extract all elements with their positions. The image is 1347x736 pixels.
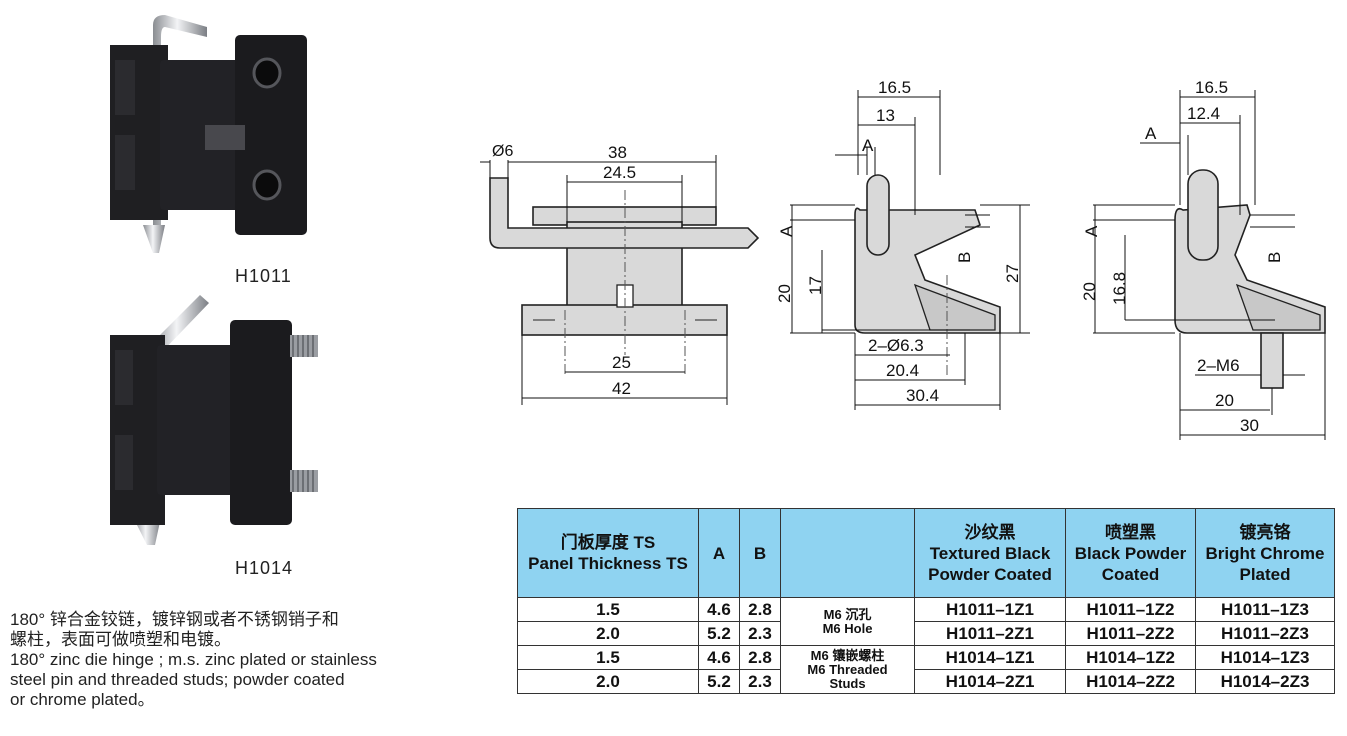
description-en-line: steel pin and threaded studs; powder coa… bbox=[10, 670, 345, 689]
cell-code: H1014–1Z3 bbox=[1195, 645, 1335, 670]
side-view-part bbox=[1174, 169, 1326, 389]
cell-code: H1014–2Z3 bbox=[1195, 669, 1335, 694]
front-view-part bbox=[489, 177, 760, 336]
dim-width-30: 30 bbox=[1240, 416, 1259, 435]
header-b: B bbox=[739, 508, 781, 598]
cell-a: 4.6 bbox=[698, 597, 740, 622]
cell-ts: 1.5 bbox=[517, 645, 699, 670]
table-row: 2.0 5.2 2.3 H1014–2Z1 H1014–2Z2 H1014–2Z… bbox=[517, 669, 1335, 694]
product-code-h1011: H1011 bbox=[235, 266, 292, 286]
product-description: 180° 锌合金铰链，镀锌钢或者不锈钢销子和 螺柱，表面可做喷塑和电镀。 180… bbox=[10, 610, 430, 710]
header-zh: 门板厚度 TS bbox=[560, 533, 656, 552]
dim-height-27: 27 bbox=[1003, 264, 1022, 283]
cell-b: 2.3 bbox=[739, 669, 781, 694]
spec-table: 门板厚度 TS Panel Thickness TS A B 沙纹黑 Textu… bbox=[517, 508, 1335, 694]
header-zh: 镀亮铬 bbox=[1239, 522, 1291, 542]
cell-a: 5.2 bbox=[698, 669, 740, 694]
dim-pin-diameter: Ø6 bbox=[492, 143, 513, 160]
description-zh-line: 螺柱，表面可做喷塑和电镀。 bbox=[10, 630, 231, 649]
product-photo-h1011 bbox=[110, 15, 307, 253]
dim-hole-spacing: 25 bbox=[612, 353, 631, 372]
type-zh: M6 沉孔 bbox=[823, 606, 872, 622]
cell-code: H1011–2Z3 bbox=[1195, 621, 1335, 646]
dim-height-20: 20 bbox=[1080, 282, 1099, 301]
dim-studs: 2–M6 bbox=[1197, 356, 1240, 375]
spec-table-header: 门板厚度 TS Panel Thickness TS A B 沙纹黑 Textu… bbox=[517, 508, 1335, 598]
header-en: Black Powder bbox=[1074, 543, 1187, 563]
header-panel-thickness: 门板厚度 TS Panel Thickness TS bbox=[517, 508, 699, 598]
cell-code: H1014–1Z1 bbox=[914, 645, 1066, 670]
cell-ts: 2.0 bbox=[517, 669, 699, 694]
dim-height-16-8: 16.8 bbox=[1110, 272, 1129, 305]
table-row: 2.0 5.2 2.3 H1011–2Z1 H1011–2Z2 H1011–2Z… bbox=[517, 621, 1335, 646]
description-en-line: or chrome plated。 bbox=[10, 690, 155, 709]
cell-code: H1011–1Z2 bbox=[1065, 597, 1196, 622]
drawing-front-view: Ø6 38 24.5 25 42 bbox=[480, 143, 760, 405]
header-en: Bright Chrome bbox=[1205, 543, 1325, 563]
type-en: Studs bbox=[829, 675, 866, 691]
cell-type-studs: M6 镶嵌螺柱 M6 Threaded Studs bbox=[780, 645, 915, 694]
dim-a-vertical: A bbox=[777, 225, 796, 237]
dim-b-vertical: B bbox=[955, 252, 974, 263]
dim-width-20: 20 bbox=[1215, 391, 1234, 410]
cell-code: H1014–2Z2 bbox=[1065, 669, 1196, 694]
table-row: 1.5 4.6 2.8 M6 沉孔 M6 Hole H1011–1Z1 H101… bbox=[517, 597, 1335, 646]
header-en: Panel Thickness TS bbox=[528, 554, 688, 573]
cell-code: H1011–1Z1 bbox=[914, 597, 1066, 622]
side-view-part bbox=[854, 174, 1001, 334]
dim-overall-width: 16.5 bbox=[878, 78, 911, 97]
header-zh: 沙纹黑 bbox=[964, 522, 1016, 542]
type-zh: M6 镶嵌螺柱 bbox=[810, 647, 885, 663]
dim-base-width: 42 bbox=[612, 379, 631, 398]
header-type bbox=[780, 508, 915, 598]
dim-total-width: 38 bbox=[608, 143, 627, 162]
dim-height-20: 20 bbox=[775, 284, 794, 303]
cell-a: 4.6 bbox=[698, 645, 740, 670]
dim-height-17: 17 bbox=[806, 276, 825, 295]
header-bright-chrome: 镀亮铬 Bright Chrome Plated bbox=[1195, 508, 1335, 598]
product-code-h1014: H1014 bbox=[235, 558, 294, 578]
product-photo-h1014 bbox=[110, 295, 318, 545]
cell-code: H1011–1Z3 bbox=[1195, 597, 1335, 622]
cell-a: 5.2 bbox=[698, 621, 740, 646]
cell-b: 2.3 bbox=[739, 621, 781, 646]
description-en-line: 180° zinc die hinge ; m.s. zinc plated o… bbox=[10, 650, 377, 669]
dim-holes: 2–Ø6.3 bbox=[868, 336, 924, 355]
header-en: Powder Coated bbox=[928, 564, 1052, 584]
header-en: Coated bbox=[1101, 564, 1160, 584]
cell-b: 2.8 bbox=[739, 645, 781, 670]
header-a: A bbox=[698, 508, 740, 598]
dim-a-vertical: A bbox=[1082, 225, 1101, 237]
description-zh-line: 180° 锌合金铰链，镀锌钢或者不锈钢销子和 bbox=[10, 610, 339, 629]
dim-pin-offset: 13 bbox=[876, 106, 895, 125]
dim-width-30-4: 30.4 bbox=[906, 386, 939, 405]
header-en: Plated bbox=[1239, 564, 1291, 584]
cell-b: 2.8 bbox=[739, 597, 781, 622]
table-row: 1.5 4.6 2.8 M6 镶嵌螺柱 M6 Threaded Studs H1… bbox=[517, 645, 1335, 694]
dim-pin-offset: 12.4 bbox=[1187, 104, 1220, 123]
cell-code: H1014–2Z1 bbox=[914, 669, 1066, 694]
type-en: M6 Threaded bbox=[807, 661, 888, 677]
dim-a-label: A bbox=[1145, 124, 1157, 143]
cell-code: H1014–1Z2 bbox=[1065, 645, 1196, 670]
dim-overall-width: 16.5 bbox=[1195, 78, 1228, 97]
cell-type-hole: M6 沉孔 M6 Hole bbox=[780, 597, 915, 646]
dim-width-20-4: 20.4 bbox=[886, 361, 919, 380]
drawing-side-view-h1011: 16.5 13 A A B 20 17 27 2–Ø6.3 20.4 30.4 bbox=[775, 78, 1030, 410]
header-zh: 喷塑黑 bbox=[1105, 522, 1156, 542]
header-textured-black: 沙纹黑 Textured Black Powder Coated bbox=[914, 508, 1066, 598]
header-black-powder: 喷塑黑 Black Powder Coated bbox=[1065, 508, 1196, 598]
cell-ts: 1.5 bbox=[517, 597, 699, 622]
cell-ts: 2.0 bbox=[517, 621, 699, 646]
drawing-side-view-h1014: 16.5 12.4 A A B 20 16.8 2–M6 20 30 bbox=[1080, 78, 1326, 440]
cell-code: H1011–2Z1 bbox=[914, 621, 1066, 646]
header-en: Textured Black bbox=[929, 543, 1051, 563]
type-en: M6 Hole bbox=[822, 620, 873, 636]
dim-leaf-width: 24.5 bbox=[603, 163, 636, 182]
cell-code: H1011–2Z2 bbox=[1065, 621, 1196, 646]
dim-a-label: A bbox=[862, 136, 874, 155]
dim-b-vertical: B bbox=[1265, 252, 1284, 263]
